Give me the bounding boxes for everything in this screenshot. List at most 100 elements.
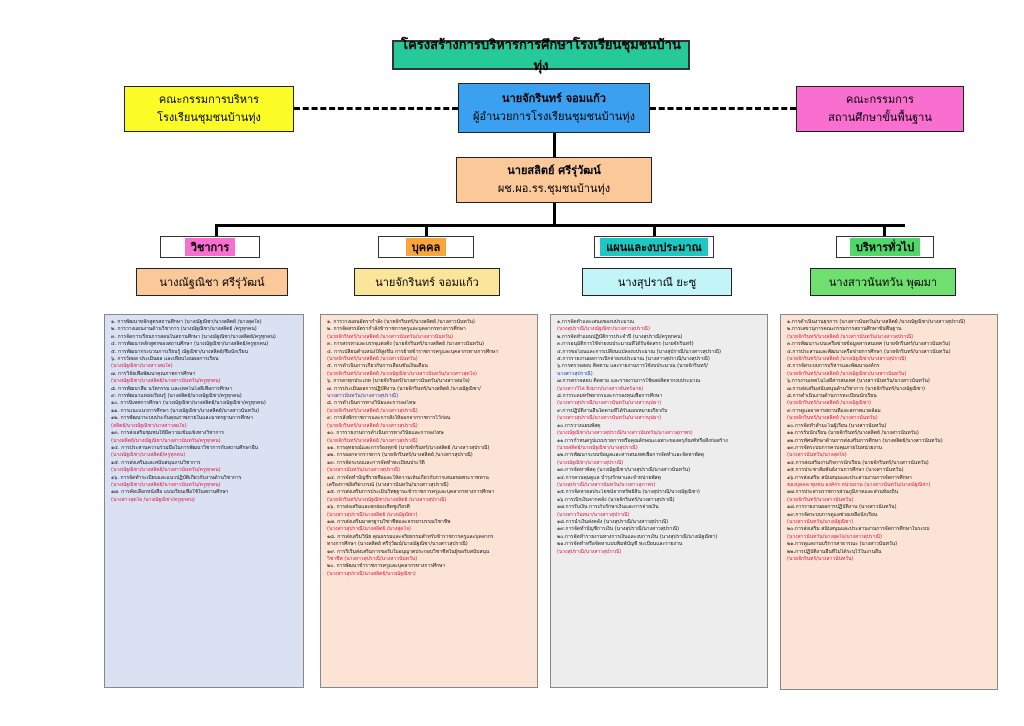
duty-line: ๑๘.การนำเงินส่งคลัง (นางสุปราณี/นางสาวสุ… [557,518,669,525]
duty-line: (นางณัฐณิชา/นางสลิตย์/นางสาวนันทวัน/ครูท… [111,467,221,474]
duty-line: (นางสาวสุปราณี/นางสาวนันทวัน/นางสาวบุปผา… [557,400,662,407]
duty-line: ๓.การอนุมัติการใช้จ่ายงบประมาณที่ได้รับจ… [557,341,694,348]
duty-line: (นางณัฐณิชา/นางสลิตย์/นางสาวนันทวัน/ครูท… [111,481,221,488]
department-head-budget-name: นางสุปราณี ยะซู [617,276,697,289]
chart-title: โครงสร้างการบริหารการศึกษาโรงเรียนชุมชนบ… [392,38,690,74]
duty-line: ๑. การวางแผนอัตรากำลัง (นายจักรินทร์/นาง… [327,319,475,325]
duty-line: ๒.การจัดทำแผนปฏิบัติการประจำปี (นางสุปรา… [557,333,683,340]
duty-line: ๑๐.การจัดทำสำมะโนผู้เรียน (นางสาวนันทวัน… [787,422,887,429]
department-tab-academic-label: วิชาการ [184,238,236,256]
duty-line: (นางสาวนันทวัน/นางสาวสุปราณี) [327,467,400,474]
department-tab-general: บริหารทั่วไป [836,236,934,258]
duty-line: ๖.การตรวจสอบ ติดตาม และรายงานการใช้งบประ… [557,363,708,370]
school-board-line1: คณะกรรมการ [846,93,914,106]
duty-line: (นายจักรินทร์/นางสลิตย์ /นางณัฐณิชา/นางส… [787,356,907,363]
duty-line: (นางสาวสุปราณี/นางสลิตย์ /นางณัฐณิชา) [327,511,418,518]
duty-line: ๒๐.การจัดทำรายงานทางการเงินและงบการเงิน … [557,533,718,540]
department-tab-personnel-label: บุคคล [405,238,447,256]
connector-bus [215,224,905,227]
duty-line: ๖. การลาทุกประเภท (นายจักรินทร์/นางสาวนั… [327,378,470,385]
duty-line: ของบุคคล ชุมชน องค์กร หน่วยงาน (นางสาวนั… [787,481,931,488]
duty-line: ๑๒.การพัฒนาระบบข้อมูลและสารสนเทศเพื่อการ… [557,452,704,459]
duty-line: ๑๘.การรายงานผลการปฏิบัติงาน (นางสาวนันทว… [787,504,897,511]
duty-line: ๑๑. การแนะแนวการศึกษา (นางณัฐณิชา/นางสลิ… [111,407,260,414]
duty-line: (นางสาวนันทวัน/นางณัฐณิชา) [787,518,854,525]
duty-line: ๑. การพัฒนาหลักสูตรสถานศึกษา (นางณัฐณิชา… [111,319,262,325]
duty-line: ๑๙.การจัดทำบัญชีการเงิน (นางสุปราณี/นางส… [557,526,680,533]
duty-line: (นายจักรินทร์/นางสลิตย์ /นางสาวนันทวัน) [327,356,418,363]
connector-drop-4 [883,224,886,236]
chart-title-text: โครงสร้างการบริหารการศึกษาโรงเรียนชุมชนบ… [401,38,681,74]
department-head-academic-name: นางณัฐณิชา ศรีรุ่วัฒน์ [159,276,265,289]
director-name: นายจักรินทร์ จอมแก้ว [502,92,606,105]
duty-line: ๑๓. การจัดระบบและการจัดทำทะเบียนประวัติ [327,459,425,466]
connector-drop-1 [215,224,218,236]
duty-line: (นางสาวสุปราณี/นางสลิตย์ /นางสุดใจ) [327,526,411,533]
duty-line: ๓. การสรรหาและบรรจุแต่งตั้ง (นายจักรินทร… [327,341,484,348]
duty-line: ๙.การปฏิบัติงานอื่นใดตามที่ได้รับมอบหมาย… [557,407,668,414]
duty-line: ๑๑.การกำหนดรูปแบบรายการหรือคุณลักษณะเฉพา… [557,437,728,444]
duty-panel-personnel: ๑. การวางแผนอัตรากำลัง (นายจักรินทร์/นาง… [320,314,538,688]
department-head-academic: นางณัฐณิชา ศรีรุ่วัฒน์ [136,268,288,296]
duty-line: (นางณัฐณิชา/นางสลิตย์/ครูทุกคน) [111,452,186,459]
duty-line: (นายจักรินทร์/นางสลิตย์ /นางสาวนันทวัน/น… [787,333,914,340]
duty-line: (นางสุปราณี/นางณัฐณิชา/นางสาวสุปราณี) [557,326,650,333]
duty-line: (นางสาวสุดใจ /นางณัฐณิชา/ครูทุกคน) [111,496,195,503]
department-tab-budget-label: แผนและงบประมาณ [600,238,708,256]
duty-line: ๑๐.การวางแผนพัสดุ [557,422,601,429]
duty-line: นางสาวนันทวัน/นางสาวสุปราณี) [327,393,399,400]
duty-line: ทางการศึกษา (นางสลิตย์ ศรีรุ่วัฒน์/นางณั… [327,541,468,548]
duty-line: (นางณัฐณิชา/นางสลิตย์/นางสาวนันทวัน/ครูท… [111,378,221,385]
department-head-personnel-name: นายจักรินทร์ จอมแก้ว [375,276,479,289]
duty-line: (นางสาวสุปราณี/นางสาวนันทวัน/นางสาวบุปผา… [557,415,662,422]
deputy-director-box: นายสลิตย์ ศรีรุ่วัฒน์ ผช.ผอ.รร.ชุมชนบ้าน… [456,157,652,203]
duty-line: (นายจักรินทร์/นางสลิตย์ /นางสาวสุปราณี) [327,422,418,429]
duty-line: (นางณัฐณิชา/นางสาวสุปราณี) [557,459,624,466]
duty-line: ๑๖.การส่งเสริม สนับสนุนและประสานงานการจั… [787,474,912,481]
duty-line: (นางสุปราณี/นางสาวสุปราณี) [557,548,622,555]
duty-line: ๒๐. การพัฒนาข้าราชการครูและบุคลากรทางการ… [327,563,446,570]
duty-line: ๒๐.การส่งเสริม สนับสนุนและประสานงานการจั… [787,526,930,533]
duty-line: ๙. การพัฒนาแหล่งเรียนรู้ (นางสลิตย์/นางณ… [111,393,242,400]
duty-line: ๔.การประสานและพัฒนาเครือข่ายการศึกษา (นา… [787,348,951,355]
duty-line: ๑๘. การส่งเสริมวินัย คุณธรรมและจริยธรรมส… [327,533,494,540]
duty-line: (นางสาววิไล ยิ่งมาก/นางสาวจันทร์ฉาย) [557,385,644,392]
department-tab-academic: วิชาการ [160,236,260,258]
duty-line: ๕.การรายงานผลการเบิกจ่ายงบประมาณ (นางสาว… [557,356,710,363]
duty-line: (นางณัฐณิชา/นางสาวสุปราณี/นางสาวนันทวัน/… [557,430,693,437]
duty-line: (นายจักรินทร์/นางสลิตย์ /นางณัฐณิชา/นางส… [327,370,477,377]
duty-line: ๑๒. การพัฒนาระบบประกันคุณภาพภายในและมาตร… [111,415,254,422]
duty-line: (สลิตย์/นางณัฐณิชา/นางสาวสมใจ) [111,422,187,429]
deputy-title: ผช.ผอ.รร.ชุมชนบ้านทุ่ง [497,182,611,195]
duty-line: (นายจักรินทร์/นางสลิตย์ /นางสาวนันทวัน) [787,415,878,422]
duty-line: ๑๕. การส่งเสริมการประเมินวิทยฐานะข้าราชก… [327,489,495,496]
connector-director-deputy [553,131,556,157]
duty-line: ๒. การวางแผนงานด้านวิชาการ (นางณัฐณิชา/น… [111,326,257,333]
school-board-box: คณะกรรมการ สถานศึกษาขั้นพื้นฐาน [796,86,964,132]
school-board-line2: สถานศึกษาขั้นพื้นฐาน [828,111,932,124]
deputy-name: นายสลิตย์ ศรีรุ่วัฒน์ [507,164,601,177]
duty-panel-general: ๑.การดำเนินงานธุรการ (นางสาวนันทวัน/นางส… [780,314,998,690]
connector-drop-2 [425,224,428,236]
duty-line: ๔.การขอโอนและการเปลี่ยนแปลงงบประมาณ (นาง… [557,348,721,355]
duty-line: ๔. การเปลี่ยนตำแหน่งให้สูงขึ้น การย้ายข้… [327,348,499,355]
duty-line: ๑๓. การส่งเสริมชุมชนให้มีความเข้มแข็งทาง… [111,430,224,437]
department-head-personnel: นายจักรินทร์ จอมแก้ว [354,268,500,296]
duty-line: ๙. การสั่งพักราชการและการสั่งให้ออกจากรา… [327,415,451,422]
duty-line: ๑.การดำเนินงานธุรการ (นางสาวนันทวัน/นางส… [787,319,966,325]
duty-line: ๓.การพัฒนาระบบเครือข่ายข้อมูลสารสนเทศ (น… [787,341,951,348]
duty-line: ๑๑.การรับนักเรียน (นายจักรินทร์/นางสลิตย… [787,430,919,437]
duty-line: ๑๗.การรับเงิน การเก็บรักษาเงินและการจ่าย… [557,504,659,511]
department-tab-personnel: บุคคล [378,236,474,258]
department-head-budget: นางสุปราณี ยะซู [582,268,732,296]
duty-line: (นายจักรินทร์/นางสลิตย์ /นางสาวสุปราณี) [327,407,418,414]
duty-line: ๑๖. การส่งเสริมและยกย่องเชิดชูเกียรติ [327,504,410,511]
duty-line: ๘.การระดมทรัพยากรและการลงทุนเพื่อการศึกษ… [557,393,663,400]
duty-line: ๗.การส่งเสริมสนับสนุนด้านวิชาการ (นายจัก… [787,385,925,392]
duty-line: ๑.การจัดทำและเสนอของบประมาณ [557,319,635,325]
duty-line: ๑๐. การรายงานการดำเนินการทางวินัยและการล… [327,430,444,437]
duty-line: ๑๑. การอุทธรณ์และการร้องทุกข์ (นายจักริน… [327,444,490,451]
duty-line: ๑๔.การควบคุมดูแล บำรุงรักษาและจำหน่ายพัส… [557,474,661,481]
duty-line: ๑๙.การจัดระบบการดูแลช่วยเหลือนักเรียน [787,511,878,518]
duty-line: (นายจักรินทร์/นางณัฐณิชา/นางสลิตย์ /นางส… [327,496,447,503]
